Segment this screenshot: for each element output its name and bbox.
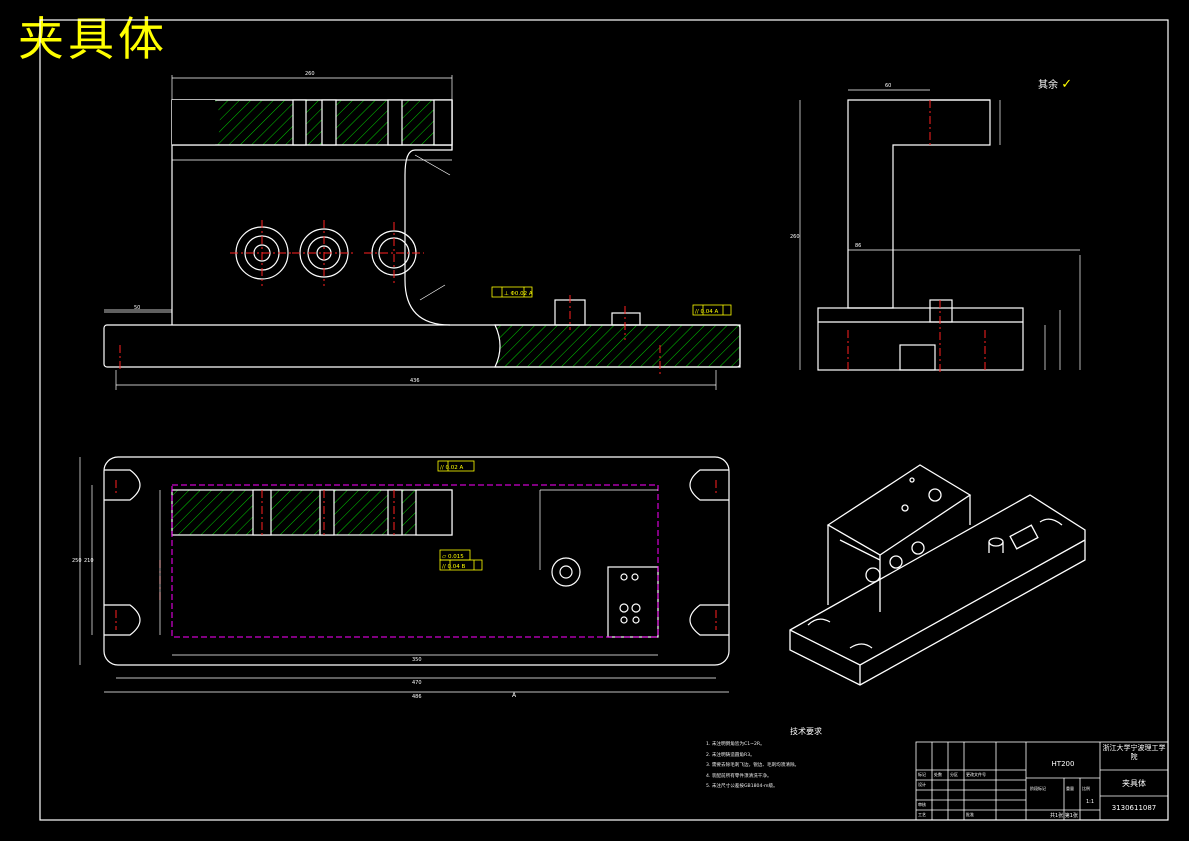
top-dim-outer: 486 — [412, 694, 422, 700]
title-block-scale: 1:1 — [1085, 799, 1095, 805]
title-block — [915, 741, 1169, 821]
tech-item: 1. 未注明倒角皆为C1~2R。 — [706, 742, 765, 747]
surface-finish-icon: ✓ — [1061, 77, 1073, 92]
title-block-part-name: 夹具体 — [1122, 779, 1146, 788]
title-block-label: 比例 — [1082, 786, 1090, 791]
title-block-sheet: 共1张 第1张 — [1050, 813, 1078, 819]
surface-finish-note: 其余 ✓ — [1038, 76, 1072, 92]
tolerance-parallelism-2: // 0.02 A — [440, 465, 463, 471]
title-block-label: 阶段标记 — [1030, 786, 1046, 791]
title-block-label: 重量 — [1066, 786, 1074, 791]
tech-item: 5. 未注尺寸公差按GB1804-m级。 — [706, 784, 778, 789]
front-dim-left: 50 — [134, 305, 140, 311]
front-upright — [171, 99, 453, 326]
title-block-label: 工艺 — [918, 812, 926, 817]
side-dim-top: 60 — [885, 83, 891, 89]
side-dim-sub: 86 — [855, 243, 861, 249]
tech-item: 3. 需要去除毛刺飞边，锐边、毛刺均须清除。 — [706, 763, 800, 768]
tech-requirements: 技术要求 1. 未注明倒角皆为C1~2R。 2. 未注明铸造圆角R3。 3. 需… — [706, 726, 906, 793]
tolerance-parallelism-3: // 0.04 B — [442, 564, 465, 570]
tolerance-perpendicularity: ⊥ Φ0.02 A — [504, 291, 533, 297]
front-base-section — [494, 324, 741, 368]
title-block-school: 浙江大学宁波理工学院 — [1102, 744, 1166, 761]
surface-finish-label: 其余 — [1038, 80, 1058, 91]
side-dim-height: 260 — [790, 234, 800, 240]
title-block-label: 分区 — [950, 772, 958, 777]
hidden-outline — [171, 484, 659, 638]
title-block-label: 审核 — [918, 802, 926, 807]
top-dim-overall: 470 — [412, 680, 422, 686]
front-dim-overall: 436 — [410, 378, 420, 384]
title-block-label: 标记 — [918, 772, 926, 777]
title-block-label: 更改文件号 — [966, 772, 986, 777]
front-dim-top: 260 — [305, 71, 315, 77]
side-view — [817, 99, 1024, 371]
title-block-label: 批准 — [966, 812, 974, 817]
front-view — [103, 99, 741, 368]
tolerance-flatness: ▱ 0.015 — [442, 554, 464, 560]
tech-requirements-title: 技术要求 — [790, 727, 822, 736]
title-block-drawing-no: 3130611087 — [1111, 804, 1157, 812]
top-view — [103, 456, 730, 666]
top-dim-inner: 350 — [412, 657, 422, 663]
section-mark-a: A — [512, 692, 517, 699]
sheet-border — [39, 19, 1169, 821]
top-dim-height-inner: 210 — [84, 558, 94, 564]
tech-item: 4. 装配前所有零件须清洗干净。 — [706, 773, 772, 779]
title-block-material: HT200 — [1051, 760, 1075, 768]
drawing-title: 夹具体 — [18, 12, 168, 66]
isometric-view — [789, 464, 1086, 686]
tech-item: 2. 未注明铸造圆角R3。 — [706, 752, 755, 758]
top-dim-height-outer: 250 — [72, 558, 82, 564]
title-block-label: 处数 — [934, 772, 942, 777]
title-block-label: 设计 — [918, 782, 926, 787]
tolerance-parallelism-1: // 0.04 A — [695, 309, 718, 315]
